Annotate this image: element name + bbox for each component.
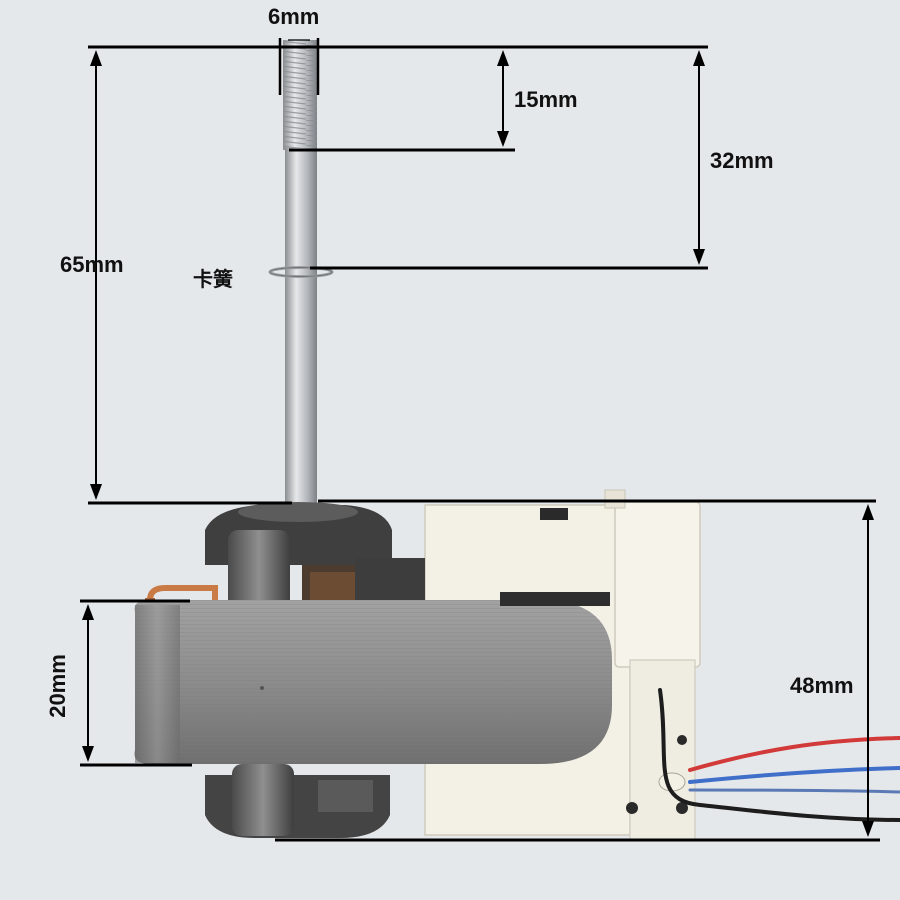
label-core-thickness: 20mm: [44, 654, 70, 718]
lower-bearing-housing: [205, 764, 390, 838]
laminated-core: [134, 592, 613, 764]
upper-bearing-housing: [205, 502, 425, 610]
dimension-lines: [80, 38, 880, 842]
lead-wires: [658, 688, 900, 822]
label-thread-length: 15mm: [514, 87, 578, 112]
label-shaft-length: 65mm: [60, 252, 124, 277]
label-circlip: 卡簧: [193, 267, 233, 291]
label-motor-height: 48mm: [790, 673, 854, 698]
label-clip-distance: 32mm: [710, 148, 774, 173]
label-thread-diameter: 6mm: [268, 4, 320, 29]
motor-shaft: [268, 40, 334, 506]
